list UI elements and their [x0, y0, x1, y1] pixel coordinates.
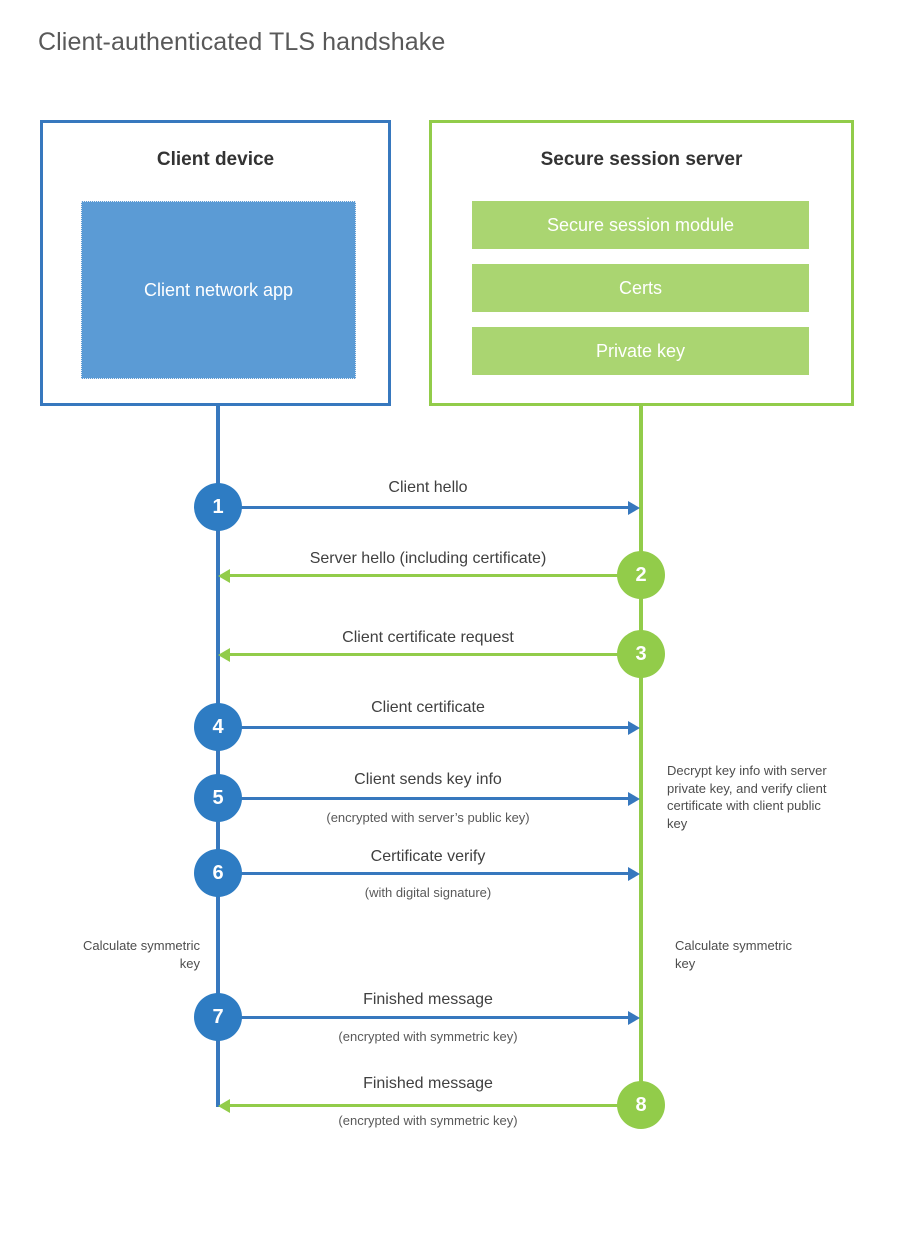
server-decrypt-note: Decrypt key info with server private key… — [667, 763, 827, 831]
step-6-marker[interactable]: 6 — [194, 849, 242, 897]
server-calculate-symmetric-key-note: Calculate symmetric key — [675, 938, 793, 971]
step-1-label: Client hello — [388, 479, 468, 496]
step-7-label: Finished message — [363, 991, 493, 1008]
server-component-private-key: Private key — [472, 327, 809, 375]
step-6-label: Certificate verify — [370, 848, 486, 865]
step-5-marker[interactable]: 5 — [194, 774, 242, 822]
step-3-label: Client certificate request — [342, 629, 514, 646]
step-1-marker[interactable]: 1 — [194, 483, 242, 531]
arrowhead-icon — [218, 647, 230, 662]
server-component-certs: Certs — [472, 264, 809, 312]
step-7-arrow — [218, 1010, 640, 1025]
step-5-arrow — [218, 791, 640, 806]
client-device-title: Client device — [156, 149, 275, 170]
step-2-arrow — [218, 568, 639, 583]
client-network-app-block: Client network app — [81, 201, 356, 379]
secure-session-server-title: Secure session server — [540, 149, 743, 170]
step-8-arrow — [218, 1098, 639, 1113]
step-8-marker[interactable]: 8 — [617, 1081, 665, 1129]
server-component-secure-session-module: Secure session module — [472, 201, 809, 249]
step-3-marker[interactable]: 3 — [617, 630, 665, 678]
step-5-sublabel: (encrypted with server’s public key) — [326, 810, 530, 825]
step-5-label: Client sends key info — [354, 771, 502, 788]
server-lifeline — [639, 403, 643, 1107]
step-7-marker[interactable]: 7 — [194, 993, 242, 1041]
step-2-label: Server hello (including certificate) — [309, 550, 547, 567]
step-1-arrow — [218, 500, 640, 515]
arrowhead-icon — [218, 1098, 230, 1113]
client-lifeline — [216, 403, 220, 1107]
client-calculate-symmetric-key-note: Calculate symmetric key — [82, 938, 200, 971]
arrowhead-icon — [218, 568, 230, 583]
step-6-sublabel: (with digital signature) — [364, 885, 492, 900]
arrowhead-icon — [628, 791, 640, 806]
arrowhead-icon — [628, 1010, 640, 1025]
step-4-arrow — [218, 720, 640, 735]
step-6-arrow — [218, 866, 640, 881]
step-4-label: Client certificate — [371, 699, 485, 716]
client-device-box: Client device Client network app — [40, 120, 391, 406]
step-8-label: Finished message — [363, 1075, 493, 1092]
arrowhead-icon — [628, 720, 640, 735]
step-7-sublabel: (encrypted with symmetric key) — [338, 1029, 518, 1044]
arrowhead-icon — [628, 500, 640, 515]
step-4-marker[interactable]: 4 — [194, 703, 242, 751]
step-8-sublabel: (encrypted with symmetric key) — [338, 1113, 518, 1128]
arrowhead-icon — [628, 866, 640, 881]
step-2-marker[interactable]: 2 — [617, 551, 665, 599]
step-3-arrow — [218, 647, 639, 662]
page-title: Client-authenticated TLS handshake — [38, 28, 446, 56]
secure-session-server-box: Secure session server Secure session mod… — [429, 120, 854, 406]
